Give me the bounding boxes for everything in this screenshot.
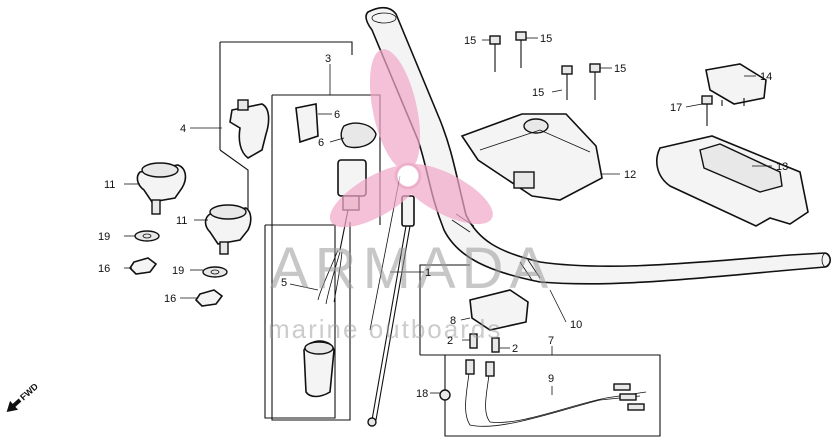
switch-housing-upper — [460, 113, 603, 201]
callout-15c: 15 — [532, 87, 544, 99]
assembly-brackets — [219, 41, 661, 437]
callout-2b: 2 — [512, 343, 518, 355]
watermark-title: ARMADA — [270, 236, 554, 301]
callout-19b: 19 — [172, 265, 184, 277]
callout-2a: 2 — [447, 335, 453, 347]
bar-holder-lower — [204, 204, 252, 255]
callout-16b: 16 — [164, 293, 176, 305]
watermark-subtitle: marine outboards — [268, 314, 502, 344]
callout-15d: 15 — [614, 63, 626, 75]
callout-13: 13 — [776, 161, 788, 173]
callout-6a: 6 — [334, 109, 340, 121]
watermark: ARMADA marine outboards — [268, 49, 554, 344]
callout-6b: 6 — [318, 137, 324, 149]
callout-18: 18 — [416, 388, 428, 400]
wire-harness — [465, 359, 647, 427]
callout-15b: 15 — [540, 33, 552, 45]
leader-lines — [124, 37, 772, 395]
callout-19a: 19 — [98, 231, 110, 243]
callout-8: 8 — [450, 315, 456, 327]
bolts — [489, 31, 713, 126]
callout-9: 9 — [548, 373, 554, 385]
callout-15a: 15 — [464, 35, 476, 47]
callout-5: 5 — [281, 277, 287, 289]
callout-11a: 11 — [104, 179, 115, 191]
switch-part-14 — [705, 63, 767, 106]
callout-3: 3 — [325, 53, 331, 65]
forward-arrow-icon — [6, 398, 22, 413]
callout-16a: 16 — [98, 263, 110, 275]
switch-lower — [439, 289, 529, 401]
pink-propeller-logo — [329, 49, 493, 228]
callout-7: 7 — [548, 335, 554, 347]
callout-10: 10 — [570, 319, 582, 331]
callout-17: 17 — [670, 102, 682, 114]
fwd-label: FWD — [18, 381, 40, 402]
callout-1: 1 — [425, 267, 431, 279]
bar-holder-upper — [136, 162, 187, 215]
callout-11b: 11 — [176, 215, 187, 227]
switch-cover — [656, 135, 809, 227]
callout-12: 12 — [624, 169, 636, 181]
fwd-indicator: FWD — [6, 381, 40, 413]
callout-14: 14 — [760, 71, 772, 83]
callout-numbers: 1 2 2 3 4 5 6 6 7 8 9 10 11 11 12 13 14 … — [98, 33, 788, 400]
handle-cover — [229, 99, 270, 159]
washers-and-nuts — [128, 230, 228, 307]
callout-4: 4 — [180, 123, 186, 135]
